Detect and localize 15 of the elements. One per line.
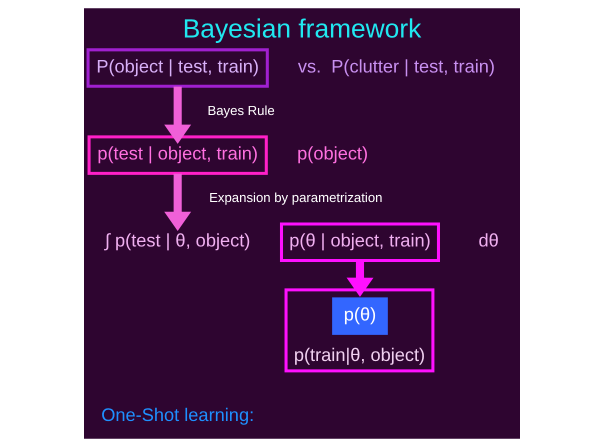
node-box: p(θ): [332, 297, 388, 335]
label: p(object): [297, 144, 368, 164]
edge-label: Expansion by parametrization: [209, 190, 382, 206]
label: vs. P(clutter | test, train): [298, 56, 495, 76]
edge-label: Bayes Rule: [207, 103, 275, 118]
arrow: [164, 86, 192, 144]
label: One-Shot learning:: [101, 404, 254, 425]
node-box: p(test | object, train): [88, 135, 268, 175]
node-box: P(object | test, train): [86, 48, 269, 88]
node-box: p(θ | object, train): [280, 222, 440, 262]
diagram-title: Bayesian framework: [182, 13, 422, 44]
node-text: ∫ p(test | θ, object): [104, 230, 250, 251]
arrow: [164, 174, 192, 231]
label: dθ: [478, 230, 499, 251]
arrow: [346, 260, 374, 297]
